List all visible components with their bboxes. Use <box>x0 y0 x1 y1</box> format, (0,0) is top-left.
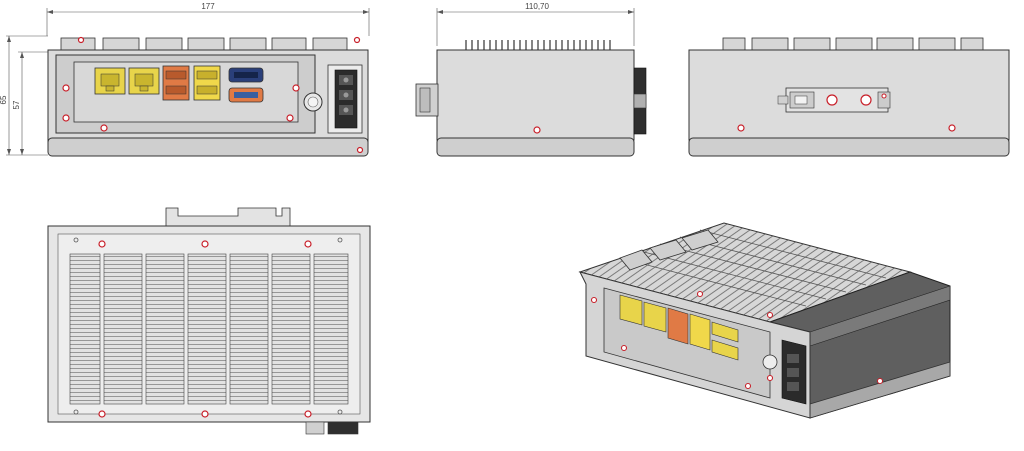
top-screws <box>98 240 312 418</box>
iso-usb-orange <box>667 307 689 345</box>
side-din-clip <box>415 83 439 117</box>
dimension-height-total-label: 65 <box>0 95 8 104</box>
top-bottom-connectors <box>305 421 359 435</box>
rear-din-clip <box>777 87 891 113</box>
power-terminal-block <box>327 64 363 134</box>
rear-view <box>688 37 1010 157</box>
ethernet-port-1 <box>94 67 126 95</box>
usb-port-orange <box>162 65 190 101</box>
side-view: 110,70 <box>415 2 647 157</box>
iso-screws <box>590 290 774 390</box>
side-housing <box>436 49 635 141</box>
rear-screws <box>737 124 956 132</box>
dimension-width-label: 177 <box>201 2 215 11</box>
front-screws <box>62 36 364 154</box>
front-view: 177 65 57 <box>0 2 370 157</box>
usb-c-port <box>228 87 264 103</box>
dimension-height-body: 57 <box>12 51 48 155</box>
side-screw <box>533 126 541 134</box>
hdmi-port <box>228 67 264 83</box>
dimension-width: 177 <box>46 2 370 36</box>
iso-front-tabs <box>619 229 719 271</box>
ethernet-port-2 <box>128 67 160 95</box>
iso-usb-yellow <box>689 313 711 351</box>
iso-power-button <box>762 354 778 370</box>
dimension-height-body-label: 57 <box>12 100 21 109</box>
top-corner-holes <box>73 237 343 415</box>
iso-fin-bands <box>619 229 887 307</box>
usb-port-yellow <box>193 65 221 101</box>
side-base <box>436 137 635 157</box>
isometric-view <box>578 222 951 419</box>
top-fin-blocks <box>69 253 349 405</box>
top-view <box>47 207 371 435</box>
side-terminal <box>633 67 647 135</box>
dimension-depth: 110,70 <box>436 2 635 46</box>
iso-display-ports <box>711 321 739 361</box>
top-din-clip <box>165 207 291 227</box>
iso-ethernet-ports <box>619 294 667 333</box>
rear-base <box>688 137 1010 157</box>
front-base <box>47 137 369 157</box>
dimension-height-total: 65 <box>0 35 48 156</box>
dimension-depth-label: 110,70 <box>525 2 549 11</box>
iso-terminal-block <box>781 339 807 405</box>
